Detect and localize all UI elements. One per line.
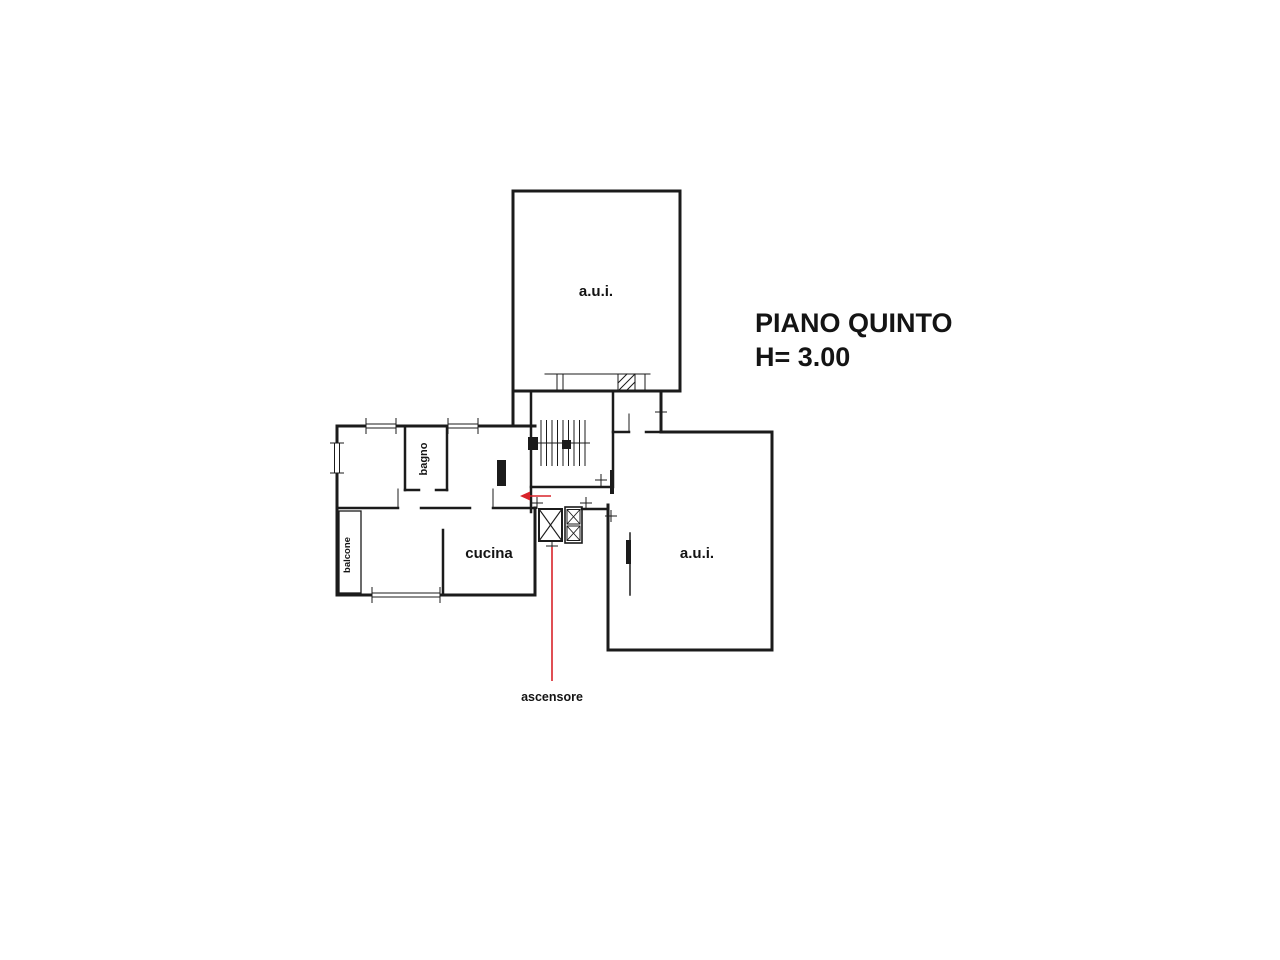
- room-aui-right-outline: [606, 430, 774, 652]
- elevator-arrow-head-icon: [520, 491, 530, 501]
- door-leaves: [497, 437, 631, 564]
- room-label-aui-right: a.u.i.: [680, 545, 714, 562]
- room-label-balcone: balcone: [342, 537, 353, 573]
- window-symbols: [330, 418, 479, 603]
- stairwell-outline: [529, 389, 615, 489]
- elevator-annotation: ascensore: [520, 491, 583, 704]
- plan-height-note: H= 3.00: [755, 342, 850, 372]
- survey-ticks: [531, 406, 667, 552]
- elevator-label: ascensore: [521, 690, 583, 704]
- elevator-shaft: [538, 506, 583, 544]
- stair-treads: [536, 420, 590, 466]
- room-label-cucina: cucina: [465, 545, 513, 562]
- room-label-aui-top: a.u.i.: [579, 283, 613, 300]
- balcony-outline: [338, 510, 362, 594]
- room-label-bagno: bagno: [418, 442, 430, 475]
- plan-walls: [335, 189, 774, 652]
- plan-title: PIANO QUINTO: [755, 308, 953, 338]
